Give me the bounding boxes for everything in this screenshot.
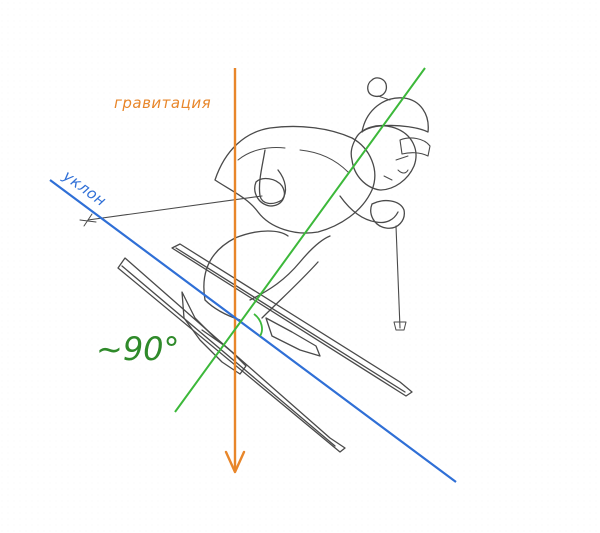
gravity-vector	[224, 68, 246, 474]
boot-left	[181, 291, 247, 375]
leg-right	[249, 235, 331, 319]
glove-right	[370, 199, 405, 229]
ski-right	[171, 243, 413, 397]
arm-right	[339, 195, 399, 224]
slope-line	[49, 179, 457, 483]
angle-label: ~90°	[96, 330, 180, 368]
boot-right	[265, 317, 321, 357]
face-features	[383, 155, 409, 181]
pole-right	[395, 225, 401, 329]
perpendicular-line	[174, 67, 426, 413]
gravity-arrowhead	[224, 450, 246, 474]
goggles	[399, 137, 431, 157]
hat-pompom	[367, 77, 388, 98]
head	[350, 125, 417, 191]
hat	[361, 97, 429, 133]
gravity-label: гравитация	[114, 94, 211, 112]
arm-left	[258, 149, 287, 205]
skier-sketch	[79, 77, 431, 453]
pole-left	[87, 195, 263, 221]
angle-arc	[253, 313, 263, 337]
torso	[214, 125, 376, 234]
ski-left	[117, 257, 346, 453]
